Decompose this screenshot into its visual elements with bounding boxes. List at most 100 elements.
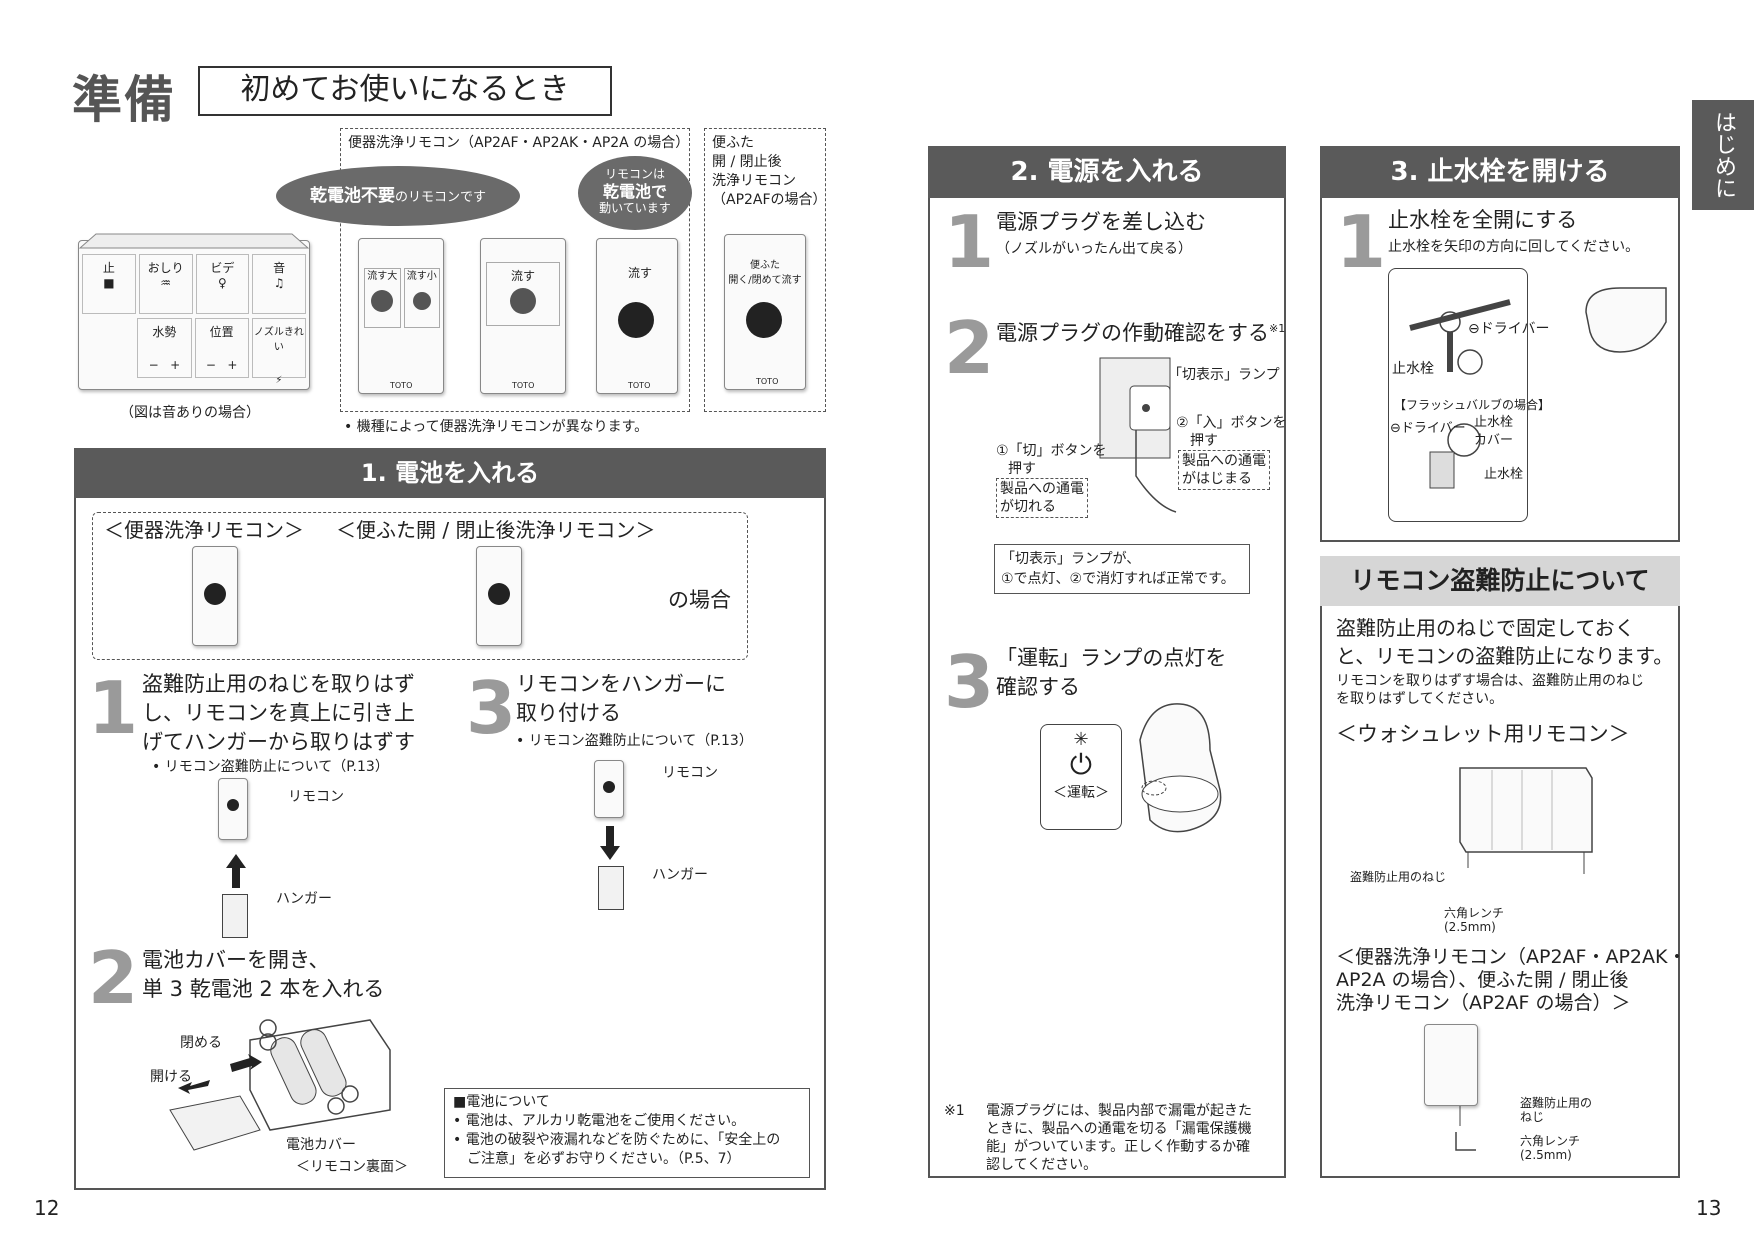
off-lamp-label: 「切表示」ランプ [1168,367,1280,383]
position-button[interactable]: 位置− + [194,318,249,378]
antitheft-sub: リモコンを取りはずす場合は、盗難防止用のねじを取りはずしてください。 [1336,673,1644,707]
lid-flush-label: 便ふた開く/閉めて流す [728,260,802,286]
page-subtitle: 初めてお使いになるとき [198,66,612,116]
valve2-label: 止水栓 [1484,467,1524,482]
model-note: • 機種によって便器洗浄リモコンが異なります。 [344,419,649,435]
s3-step1-sub: 止水栓を矢印の方向に回してください。 [1388,239,1640,255]
sound-button[interactable]: 音♫ [252,254,306,314]
flush-small-button[interactable]: 流す小 [403,268,440,328]
pressure-button[interactable]: 水勢− + [137,318,192,378]
step1-reference: • リモコン盗難防止について（P.13） [152,759,389,775]
lid-remote-brand: TOTO [756,377,779,386]
step1-remote-illustration [218,778,248,840]
step1-hanger-illustration [222,894,248,938]
flush-remote-single [480,238,566,394]
washlet-remote-label: ＜ウォシュレット用リモコン＞ [1336,722,1630,746]
antitheft-lead: 盗難防止用のねじで固定しておくと、リモコンの盗難防止になります。 [1336,616,1674,668]
driver-label: ⊖ドライバー [1468,321,1550,337]
remote-type-label-a: ＜便器洗浄リモコン＞ [104,518,304,542]
down-arrow-icon [600,826,620,860]
oshiri-button[interactable]: おしり♒ [138,254,193,314]
type-a-remote-icon [192,546,238,646]
sensor-remote-brand: TOTO [628,381,651,390]
antitheft-screw-label: 盗難防止用のねじ [1350,870,1447,884]
step2-instruction: 電池カバーを開き、単 3 乾電池 2 本を入れる [142,948,385,1001]
valve-cover-label: 止水栓カバー [1474,415,1514,448]
power-plug-illustration [1099,357,1177,513]
sensor-flush-label: 流す [628,266,653,280]
screw-wrench-illustration [1455,1106,1476,1151]
valve-label: 止水栓 [1392,361,1434,377]
footnote-mark: ※1 [944,1103,965,1119]
toilet-side-illustration [1585,287,1667,353]
driver2-label: ⊖ドライバー [1390,421,1466,436]
page-title: 準備 [72,71,176,129]
power-on-result: 製品への通電がはじまる [1178,450,1270,490]
page-number-right: 13 [1696,1196,1722,1220]
step1-instruction: 盗難防止用のねじを取りはずし、リモコンを真上に引き上げてハンガーから取りはずす [142,672,415,754]
open-label: 開ける [150,1069,192,1085]
flush-remote-dual [358,238,444,394]
valve-illustration [1409,299,1511,489]
step3-remote-label: リモコン [662,765,718,781]
s2-step3-number: 3 [944,640,995,724]
wrench2-label: 六角レンチ(2.5mm) [1520,1134,1581,1162]
footnote-text: 電源プラグには、製品内部で漏電が起きたときに、製品への通電を切る「漏電保護機能」… [986,1103,1252,1173]
s2-step1-instruction: 電源プラグを差し込む [996,210,1206,234]
power-icon: ⏻ [1069,748,1093,781]
up-arrow-icon [226,854,246,888]
step1-hanger-label: ハンガー [276,891,332,907]
section1-title: 1. 電池を入れる [74,448,826,498]
stop-button[interactable]: 止■ [82,254,136,314]
side-tab: はじめに [1692,100,1754,210]
s2-step2-number: 2 [944,306,995,390]
s2-step3-instruction: 「運転」ランプの点灯を確認する [996,646,1227,699]
flush-button[interactable]: 流す [486,262,560,326]
section3-title: 3. 止水栓を開ける [1320,146,1680,198]
page-number-left: 12 [34,1196,60,1220]
step3-remote-illustration [594,760,624,818]
case-text: の場合 [668,588,731,612]
step3-instruction: リモコンをハンガーに取り付ける [516,672,726,725]
normal-check-box: 「切表示」ランプが、①で点灯、②で消灯すれば正常です。 [994,544,1250,594]
step1-number: 1 [88,666,139,750]
antitheft-title: リモコン盗難防止について [1320,556,1680,606]
wrench-label: 六角レンチ(2.5mm) [1444,906,1505,934]
off-button-label: ①「切」ボタンを押す [996,443,1107,477]
s3-step1-number: 1 [1336,200,1387,284]
bidet-button[interactable]: ビデ♀ [195,254,250,314]
step3-hanger-label: ハンガー [652,867,708,883]
s2-step1-number: 1 [944,200,995,284]
s2-step2-instruction: 電源プラグの作動確認をする※1 [996,321,1286,345]
flush-remote-group [340,128,690,412]
sensor-icon[interactable] [618,302,654,338]
step1-remote-label: リモコン [288,789,344,805]
close-label: 閉める [180,1035,222,1051]
run-lamp-panel: ✳ ⏻ ＜運転＞ [1040,724,1122,830]
s2-step1-sub: （ノズルがいったん出て戻る） [996,241,1192,257]
flush-big-button[interactable]: 流す大 [364,268,401,328]
flush-remote-single-brand: TOTO [512,381,535,390]
remote-top-bevel [78,233,310,249]
lamp-light-icon: ✳ [1073,729,1089,750]
battery-free-bubble: 乾電池不要のリモコンです [276,166,520,226]
valve-illustration-panel [1388,268,1528,522]
step2-number: 2 [88,936,139,1020]
washlet-main-remote [78,240,310,390]
battery-cover-label: 電池カバー [286,1137,356,1153]
flush-valve-case-label: 【フラッシュバルブの場合】 [1394,398,1551,412]
step3-hanger-illustration [598,866,624,910]
section2-title: 2. 電源を入れる [928,146,1286,198]
antitheft-screw2-label: 盗難防止用のねじ [1520,1096,1593,1124]
flush-remote-antitheft-label: ＜便器洗浄リモコン（AP2AF・AP2AK・AP2A の場合）、便ふた開 / 閉… [1336,946,1687,1014]
battery-powered-bubble: リモコンは 乾電池で 動いています [578,156,692,230]
power-off-result: 製品への通電が切れる [996,478,1088,518]
lid-sensor-icon[interactable] [746,302,782,338]
toilet-illustration [1139,703,1222,833]
step3-number: 3 [466,666,517,750]
s3-step1-instruction: 止水栓を全開にする [1388,208,1578,232]
step3-reference: • リモコン盗難防止について（P.13） [516,733,753,749]
nozzle-clean-button[interactable]: ノズルきれい⚡ [251,318,306,386]
battery-note-box: ■電池について • 電池は、アルカリ乾電池をご使用ください。 • 電池の破裂や液… [444,1088,810,1178]
battery-install-illustration [169,1019,391,1151]
